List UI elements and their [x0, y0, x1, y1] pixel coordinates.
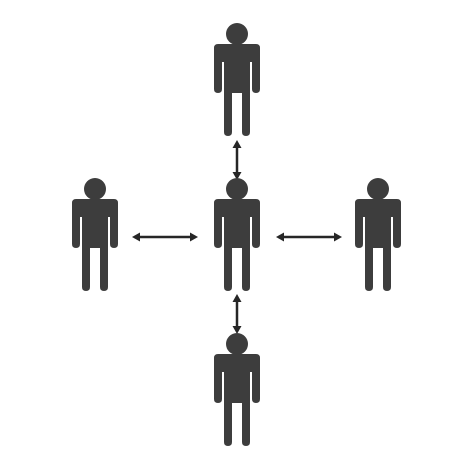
arrow-right [276, 232, 342, 242]
arrow-head [334, 232, 342, 242]
person-icon [214, 333, 260, 446]
arrow-head [232, 326, 242, 334]
person-left [72, 178, 118, 291]
arrow-head [132, 232, 140, 242]
person-icon [214, 178, 260, 291]
arrow-bottom [232, 294, 242, 334]
arrow-top [232, 140, 242, 180]
person-icon [355, 178, 401, 291]
arrow-head [276, 232, 284, 242]
arrow-head [190, 232, 198, 242]
person-bottom [214, 333, 260, 446]
arrow-left [132, 232, 198, 242]
arrow-head [232, 172, 242, 180]
person-right [355, 178, 401, 291]
person-icon [72, 178, 118, 291]
nodes-layer [72, 23, 401, 446]
arrow-head [232, 140, 242, 148]
person-icon [214, 23, 260, 136]
arrow-head [232, 294, 242, 302]
person-center [214, 178, 260, 291]
links-layer [132, 140, 342, 334]
person-top [214, 23, 260, 136]
